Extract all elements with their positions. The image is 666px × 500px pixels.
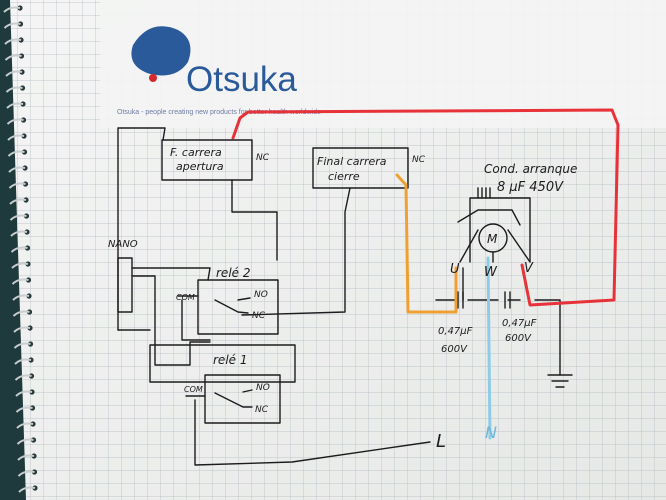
- spiral-ring: [6, 118, 24, 125]
- limit-open-contact: NC: [256, 153, 270, 163]
- spiral-ring: [6, 102, 24, 109]
- spiral-ring: [12, 310, 30, 317]
- logo-tagline: Otsuka - people creating new products fo…: [117, 109, 321, 116]
- logo-wordmark: Otsuka: [186, 60, 297, 99]
- spiral-ring: [14, 374, 32, 381]
- terminal-v: V: [524, 261, 534, 276]
- cap-left-label-1: 0,47µF: [438, 326, 473, 337]
- spiral-ring: [13, 342, 31, 349]
- cap-left-label-2: 600V: [441, 344, 468, 355]
- spiral-ring: [3, 6, 21, 13]
- start-capacitor-label-1: Cond. arranque: [484, 162, 577, 176]
- logo-red-dot: [149, 74, 157, 82]
- relay2-label: relé 2: [216, 266, 250, 280]
- spiral-ring: [17, 470, 35, 477]
- cap-right-label-1: 0,47µF: [502, 318, 537, 329]
- colored-wires: [231, 108, 620, 440]
- black-wires: [117, 127, 573, 466]
- spiral-binding: [3, 5, 38, 493]
- relay2-no: NO: [254, 290, 268, 300]
- motor-label: M: [487, 232, 498, 246]
- spiral-hole: [17, 5, 23, 11]
- spiral-ring: [9, 214, 27, 221]
- labels: F. carrera apertura NC Final carrera cie…: [108, 146, 577, 452]
- cap-right-label-2: 600V: [505, 333, 532, 344]
- limit-close-label-1: Final carrera: [317, 155, 387, 168]
- nano-board: [117, 257, 133, 313]
- spiral-ring: [7, 150, 25, 157]
- blue-wire: [486, 256, 492, 440]
- relay1-box: [204, 374, 281, 424]
- spiral-ring: [3, 22, 21, 29]
- limit-close-label-2: cierre: [328, 170, 360, 183]
- logo-blue-blob: [131, 26, 191, 76]
- limit-open-label-2: apertura: [176, 160, 224, 173]
- spiral-ring: [10, 230, 28, 237]
- terminal-u: U: [450, 262, 460, 277]
- otsuka-logo: Otsuka Otsuka - people creating new prod…: [117, 26, 321, 116]
- limit-switch-open-box: [161, 139, 253, 181]
- spiral-ring: [12, 294, 30, 301]
- spiral-ring: [14, 358, 32, 365]
- relay2-com: COM: [176, 293, 195, 302]
- limit-switch-close-box: [312, 147, 409, 189]
- spiral-ring: [18, 486, 36, 493]
- spiral-ring: [9, 198, 27, 205]
- relay1-no: NO: [256, 383, 270, 393]
- relay1-nc: NC: [255, 405, 269, 415]
- nano-label: NANO: [108, 239, 138, 250]
- relay2-nc: NC: [252, 311, 266, 321]
- spiral-ring: [13, 326, 31, 333]
- line-label: L: [436, 431, 446, 452]
- paper-sheet: [10, 0, 666, 500]
- spiral-ring: [17, 454, 35, 461]
- spiral-ring: [8, 182, 26, 189]
- terminal-w: W: [484, 265, 498, 280]
- spiral-ring: [16, 422, 34, 429]
- spiral-ring: [16, 438, 34, 445]
- limit-close-contact: NC: [412, 155, 426, 165]
- red-wire: [231, 108, 620, 307]
- spiral-ring: [8, 166, 26, 173]
- relay1-label: relé 1: [213, 353, 247, 367]
- spiral-ring: [4, 54, 22, 61]
- spiral-ring: [7, 134, 25, 141]
- spiral-ring: [10, 246, 28, 253]
- relay2-box: [197, 279, 279, 335]
- spiral-ring: [15, 390, 33, 397]
- orange-wire: [395, 173, 458, 314]
- spiral-ring: [11, 278, 29, 285]
- spiral-ring: [4, 38, 22, 45]
- neutral-label: N: [485, 423, 497, 442]
- relay1-com: COM: [184, 385, 203, 394]
- spiral-ring: [15, 406, 33, 413]
- spiral-ring: [11, 262, 29, 269]
- limit-open-label-1: F. carrera: [170, 146, 222, 159]
- start-capacitor-label-2: 8 µF 450V: [497, 180, 564, 195]
- spiral-ring: [5, 70, 23, 77]
- spiral-ring: [5, 86, 23, 93]
